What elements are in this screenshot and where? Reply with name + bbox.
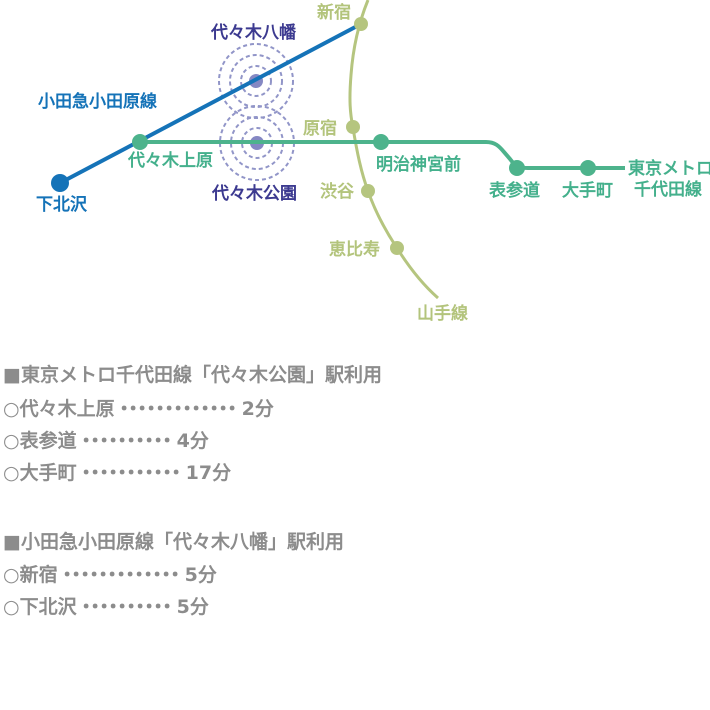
station-label-shibuya: 渋谷 [320,182,354,202]
row-marker: ○ [3,462,20,484]
row-leader-dots: ・・・・・・・・・・ [76,430,177,452]
access-row-yoyogi-uehara: ○代々木上原・・・・・・・・・・・・・2分 [3,394,274,421]
station-dot-shibuya [361,184,375,198]
row-station: 新宿 [19,564,58,586]
row-marker: ○ [3,430,20,452]
row-time: 5分 [176,596,209,618]
station-label-harajuku: 原宿 [303,119,337,139]
station-dot-yoyogi-uehara [132,134,148,150]
access-row-shinjuku: ○新宿・・・・・・・・・・・・・5分 [3,560,217,587]
row-leader-dots: ・・・・・・・・・・ [76,596,177,618]
station-label-omotesando: 表参道 [489,181,540,201]
access-row-omotesando: ○表参道・・・・・・・・・・4分 [3,426,209,453]
row-time: 2分 [241,398,274,420]
station-label-ebisu: 恵比寿 [329,240,380,260]
row-time: 17分 [185,462,232,484]
access-row-shimokitazawa: ○下北沢・・・・・・・・・・5分 [3,592,209,619]
row-time: 5分 [184,564,217,586]
row-leader-dots: ・・・・・・・・・・・・・ [57,564,185,586]
station-dot-shimokitazawa [51,174,69,192]
row-leader-dots: ・・・・・・・・・・・・・ [114,398,242,420]
station-dot-meiji-jingumae [373,134,389,150]
access-row-otemachi: ○大手町・・・・・・・・・・・17分 [3,458,231,485]
row-leader-dots: ・・・・・・・・・・・ [76,462,186,484]
row-station: 表参道 [19,430,77,452]
station-dot-shinjuku [354,17,368,31]
route-map-canvas [51,0,625,300]
row-marker: ○ [3,596,20,618]
station-label-shinjuku: 新宿 [317,3,351,23]
station-label-shimokitazawa: 下北沢 [36,195,87,215]
station-dot-ebisu [390,241,404,255]
row-station: 大手町 [19,462,77,484]
chiyoda-access-title: ■東京メトロ千代田線「代々木公園」駅利用 [3,364,382,386]
station-label-yoyogi-koen: 代々木公園 [212,184,297,204]
station-dot-omotesando [509,160,525,176]
row-time: 4分 [176,430,209,452]
odakyu-line-path [59,22,362,185]
line-label-yamanote: 山手線 [417,304,468,324]
route-map: 新宿 代々木八幡 小田急小田原線 代々木上原 下北沢 代々木公園 原宿 明治神宮… [36,0,710,324]
station-label-yoyogi-hachiman: 代々木八幡 [211,23,296,43]
row-station: 下北沢 [19,596,77,618]
station-label-yoyogi-uehara: 代々木上原 [128,151,213,171]
station-dot-otemachi [580,160,596,176]
row-station: 代々木上原 [19,398,115,420]
line-label-odakyu: 小田急小田原線 [38,92,157,112]
line-label-chiyoda-line1: 東京メトロ [628,159,710,179]
station-label-meiji-jingumae: 明治神宮前 [376,155,461,175]
line-label-chiyoda-line2: 千代田線 [634,180,702,200]
station-label-otemachi: 大手町 [562,181,613,201]
station-dot-harajuku [346,120,360,134]
odakyu-access-title: ■小田急小田原線「代々木八幡」駅利用 [3,531,344,553]
row-marker: ○ [3,398,20,420]
row-marker: ○ [3,564,20,586]
